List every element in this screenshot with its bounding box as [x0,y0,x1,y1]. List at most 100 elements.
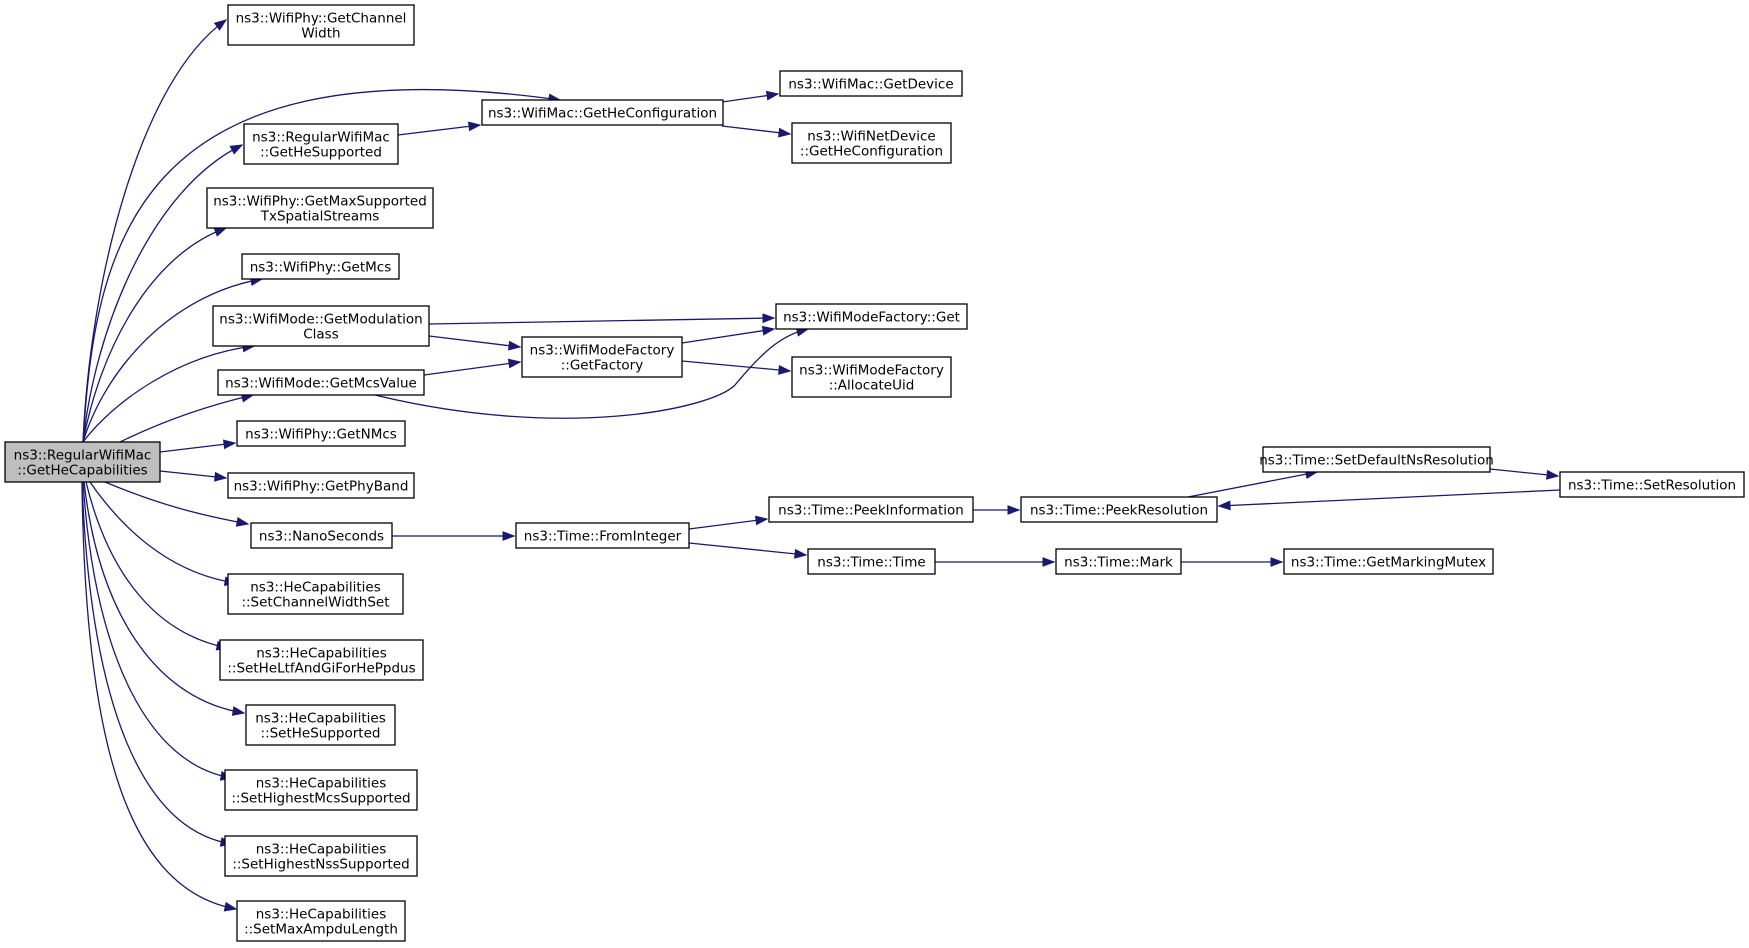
node-mac-gethesupported[interactable]: ns3::RegularWifiMac::GetHeSupported [243,123,399,165]
node-box [1055,548,1182,575]
node-root[interactable]: ns3::RegularWifiMac::GetHeCapabilities [4,441,161,483]
node-label-line: ns3::WifiNetDevice [807,129,935,145]
arrowhead-icon [229,144,244,155]
edge-line [85,481,229,649]
arrowhead-icon [507,358,522,369]
edge-nanoseconds-to-time_frominteger [392,531,516,541]
edge-line [1218,489,1561,507]
edge-line [82,89,561,443]
arrowhead-icon [222,439,237,450]
node-nanoseconds[interactable]: ns3::NanoSeconds [250,522,393,549]
node-hecap-setheltf[interactable]: ns3::HeCapabilities::SetHeLtfAndGiForHeP… [219,639,424,681]
arrowhead-icon [794,548,808,559]
node-box [791,122,952,164]
arrowhead-icon [1546,469,1560,480]
node-phy-getmcs[interactable]: ns3::WifiPhy::GetMcs [241,253,400,280]
node-label-line: ::SetMaxAmpduLength [244,922,398,938]
node-time-getmarkingmutex[interactable]: ns3::Time::GetMarkingMutex [1283,548,1494,575]
edge-mode_getmodclass-to-factory_getfactory [428,335,522,351]
node-time-setresolution[interactable]: ns3::Time::SetResolution [1559,471,1745,498]
arrowhead-icon [1270,557,1284,567]
node-box [521,336,683,378]
node-box [236,420,406,447]
node-label-line: ns3::Time::PeekInformation [778,503,964,519]
arrowhead-icon [754,515,769,526]
node-label-line: ::SetHighestMcsSupported [231,791,410,807]
edge-line [104,481,249,525]
arrowhead-icon [762,313,776,324]
node-label-line: ns3::NanoSeconds [259,529,384,545]
edge-line [82,144,243,443]
node-box [481,99,724,126]
node-time-mark[interactable]: ns3::Time::Mark [1055,548,1182,575]
node-factory-get[interactable]: ns3::WifiModeFactory::Get [775,303,968,330]
edge-line [688,542,807,556]
arrowhead-icon [502,531,516,541]
node-box [515,522,690,549]
edge-root-to-hecap_setmaxampdu [81,481,238,912]
node-time-peekresolution[interactable]: ns3::Time::PeekResolution [1020,496,1218,523]
node-label-line: TxSpatialStreams [260,209,380,225]
arrowhead-icon [231,706,246,716]
arrowhead-icon [467,121,482,132]
node-factory-getfactory[interactable]: ns3::WifiModeFactory::GetFactory [521,336,683,378]
edge-time_time-to-time_mark [935,557,1056,567]
node-box [4,441,161,483]
edge-line [82,227,227,443]
edge-line [681,328,775,344]
node-time-peekinformation[interactable]: ns3::Time::PeekInformation [768,496,974,523]
node-phy-getphyband[interactable]: ns3::WifiPhy::GetPhyBand [227,472,415,499]
edge-line [397,124,481,136]
node-phy-getnmcs[interactable]: ns3::WifiPhy::GetNMcs [236,420,406,447]
edge-line [423,361,521,376]
node-hecap-sethesupported[interactable]: ns3::HeCapabilities::SetHeSupported [245,704,396,746]
node-box [236,900,406,942]
node-box [212,305,430,347]
edge-root-to-phy_getchannelwidth [82,19,228,443]
edge-root-to-hecap_setheltf [85,481,230,651]
edge-line [82,19,227,443]
node-label-line: Width [301,26,340,42]
edge-root-to-phy_getnmcs [159,439,237,453]
edge-line [428,317,775,325]
node-box [227,4,415,46]
node-time-time[interactable]: ns3::Time::Time [807,548,936,575]
node-mac-getdevice[interactable]: ns3::WifiMac::GetDevice [779,70,963,97]
arrowhead-icon [778,365,792,375]
edge-time_peekresolution-to-time_setdefaultns [1187,469,1319,498]
node-hecap-setmaxampdu[interactable]: ns3::HeCapabilities::SetMaxAmpduLength [236,900,406,942]
edge-root-to-phy_getmcs [82,276,264,443]
edge-line [82,278,263,443]
node-box [1262,446,1491,473]
node-label-line: ::AllocateUid [829,378,915,394]
edge-time_frominteger-to-time_peekinformation [688,515,769,530]
node-phy-getmaxsupported[interactable]: ns3::WifiPhy::GetMaxSupportedTxSpatialSt… [206,187,434,229]
node-time-frominteger[interactable]: ns3::Time::FromInteger [515,522,690,549]
node-hecap-sethighestmcs[interactable]: ns3::HeCapabilities::SetHighestMcsSuppor… [224,769,418,811]
edge-root-to-phy_getmaxsupported [82,227,228,443]
edge-line [82,345,255,443]
arrowhead-icon [213,227,228,237]
arrowhead-icon [761,325,776,336]
node-netdev-gethecfg[interactable]: ns3::WifiNetDevice::GetHeConfiguration [791,122,952,164]
edge-line [159,442,236,453]
node-label-line: ns3::HeCapabilities [255,711,385,727]
node-mac-gethecfg[interactable]: ns3::WifiMac::GetHeConfiguration [481,99,724,126]
node-box [217,369,425,396]
node-factory-allocateuid[interactable]: ns3::WifiModeFactory::AllocateUid [791,356,952,398]
node-label-line: ::GetHeConfiguration [800,144,943,160]
node-hecap-sethighestnss[interactable]: ns3::HeCapabilities::SetHighestNssSuppor… [224,835,418,877]
node-label-line: ns3::WifiMode::GetModulation [219,312,422,328]
node-label-line: ns3::HeCapabilities [256,646,386,662]
node-time-setdefaultns[interactable]: ns3::Time::SetDefaultNsResolution [1259,446,1494,473]
arrowhead-icon [765,90,780,101]
node-label-line: ns3::WifiModeFactory::Get [783,310,960,326]
edge-line [89,481,237,584]
node-label-line: ns3::HeCapabilities [250,580,380,596]
node-mode-getmcsvalue[interactable]: ns3::WifiMode::GetMcsValue [217,369,425,396]
arrowhead-icon [1217,500,1231,511]
node-hecap-setchannelwidthset[interactable]: ns3::HeCapabilities::SetChannelWidthSet [227,573,404,615]
